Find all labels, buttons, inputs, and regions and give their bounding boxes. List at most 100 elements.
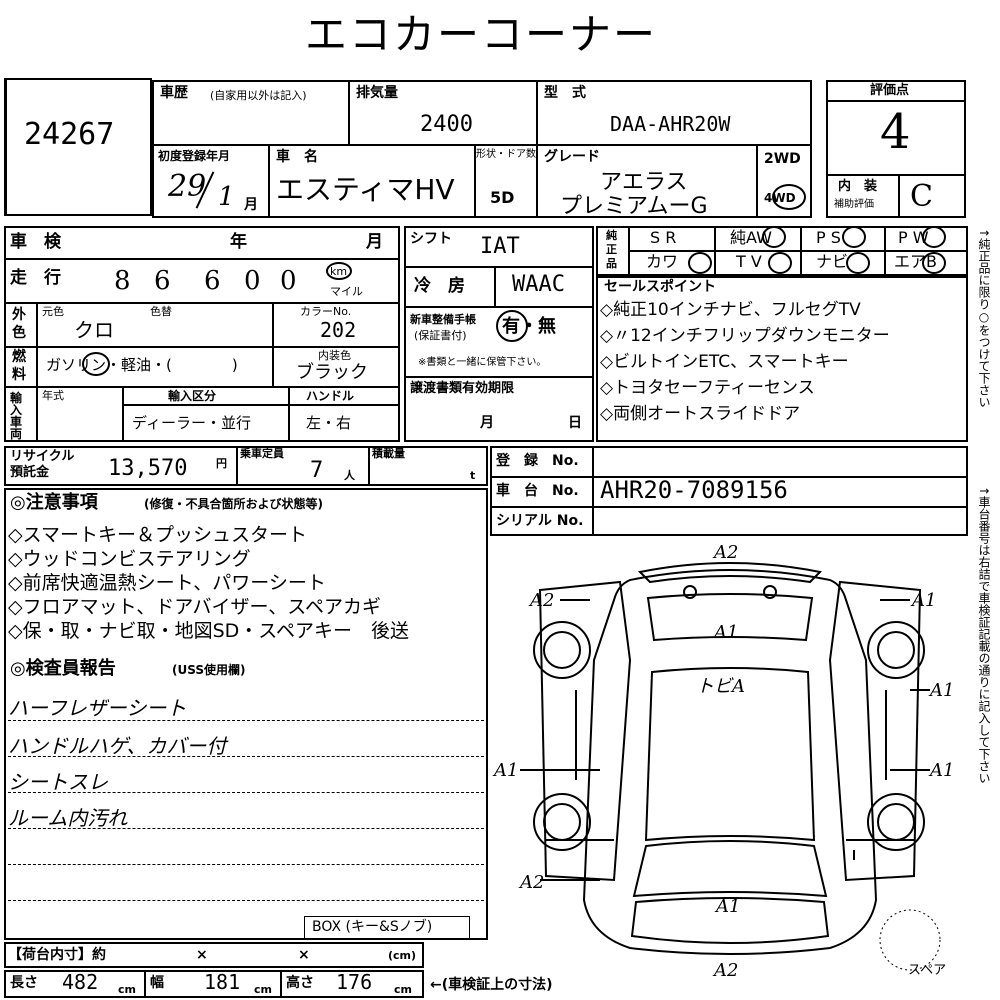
damage-mark: A2 bbox=[712, 542, 738, 563]
recycle-label-2: 預託金 bbox=[10, 465, 50, 480]
damage-mark: A1 bbox=[492, 760, 518, 781]
sales-item: ◇両側オートスライドドア bbox=[600, 404, 801, 424]
lot-number: 24267 bbox=[24, 117, 115, 152]
side-note-equipment: ↑純正品に限り○をつけて下さい bbox=[977, 228, 991, 409]
equip-aw: 純AW bbox=[730, 228, 772, 247]
sales-item: ◇純正10インチナビ、フルセグTV bbox=[600, 300, 861, 320]
chassis-no-value: AHR20-7089156 bbox=[600, 476, 788, 504]
equip-leather: カワ bbox=[646, 252, 679, 271]
roof-panel bbox=[644, 667, 816, 842]
sales-item: ◇ビルトインETC、スマートキー bbox=[600, 352, 849, 372]
rear-lamp-left bbox=[683, 585, 697, 599]
height-value: 176 bbox=[336, 970, 373, 994]
interior-label: 内 装 bbox=[838, 179, 878, 194]
interior-color-value: ブラック bbox=[296, 362, 368, 383]
change-color-label: 色替 bbox=[150, 305, 172, 318]
rear-lamp-right bbox=[763, 585, 777, 599]
load-label: 積載量 bbox=[372, 447, 405, 460]
damage-mark: A2 bbox=[518, 872, 544, 893]
equip-tv-circle bbox=[768, 252, 792, 274]
inspection-block bbox=[4, 226, 400, 442]
wheel-rear-left-inner bbox=[543, 631, 581, 669]
equip-label-2: 正 bbox=[606, 243, 617, 256]
capacity-value: 7 bbox=[310, 458, 324, 483]
mileage-digits: 8 6 6 0 0 bbox=[100, 264, 310, 298]
serial-no-label: シリアル No. bbox=[496, 513, 584, 529]
spare-tire-mark bbox=[879, 909, 941, 971]
model-value: DAA-AHR20W bbox=[610, 112, 731, 136]
wheel-front-left bbox=[533, 793, 591, 851]
mileage-digit: 6 bbox=[204, 266, 221, 296]
shaken-label: 車 検 bbox=[10, 232, 61, 252]
inspector-item: ハンドルハゲ、カバー付 bbox=[8, 734, 227, 758]
wheel-rear-left bbox=[533, 621, 591, 679]
damage-mark: A1 bbox=[928, 680, 954, 701]
note-item: ◇保・取・ナビ取・地図SD・スペアキー 後送 bbox=[8, 620, 409, 642]
ac-label: 冷 房 bbox=[414, 276, 465, 296]
note-item: ◇前席快適温熱シート、パワーシート bbox=[8, 572, 326, 594]
mileage-digit: 0 bbox=[244, 266, 261, 296]
import-label: 輸入車両 bbox=[10, 391, 23, 441]
equip-label-1: 純 bbox=[606, 229, 617, 242]
note-item: ◇ウッドコンビステアリング bbox=[8, 548, 251, 570]
inspector-sub: (USS使用欄) bbox=[172, 663, 246, 677]
wheel-front-left-inner bbox=[543, 803, 581, 841]
equip-navi: ナビ bbox=[816, 252, 849, 271]
equip-label-3: 品 bbox=[606, 257, 617, 270]
fuel-label-2: 料 bbox=[12, 367, 26, 383]
inspector-label: ◎検査員報告 bbox=[10, 658, 116, 679]
fuel-label-1: 燃 bbox=[12, 349, 26, 365]
recycle-block bbox=[4, 446, 488, 486]
recycle-label-1: リサイクル bbox=[10, 449, 75, 464]
mileage-km-circle bbox=[326, 262, 352, 280]
box-note-frame bbox=[304, 916, 470, 940]
grade-label: グレード bbox=[544, 149, 600, 165]
first-reg-month: 1 bbox=[218, 182, 235, 212]
fuel-gasoline-circle bbox=[82, 352, 110, 376]
capacity-unit: 人 bbox=[344, 469, 355, 482]
damage-mark: A1 bbox=[928, 760, 954, 781]
side-note-chassis: ↑車台番号は右詰で車検証記載の通りに記入して下さい bbox=[977, 486, 991, 785]
width-unit: cm bbox=[254, 983, 272, 996]
cargo-label: 【荷台内寸】約 bbox=[8, 947, 106, 963]
page-title: エコカーコーナー bbox=[305, 10, 658, 59]
transfer-day: 日 bbox=[568, 415, 582, 431]
note-item: ◇フロアマット、ドアバイザー、スペアカギ bbox=[8, 596, 381, 618]
cargo-row bbox=[4, 942, 424, 968]
notes-label: ◎注意事項 bbox=[10, 492, 98, 513]
load-unit: t bbox=[470, 469, 476, 482]
wheel-rear-right-inner bbox=[877, 631, 915, 669]
new-reg-yes-circle bbox=[496, 310, 528, 342]
wheel-front-right bbox=[867, 793, 925, 851]
notes-sub: (修復・不具合箇所および状態等) bbox=[144, 497, 323, 511]
ac-value: WAAC bbox=[512, 272, 565, 297]
shift-label: シフト bbox=[410, 231, 452, 247]
color-no-value: 202 bbox=[320, 318, 357, 342]
shaken-year-unit: 年 bbox=[230, 232, 247, 252]
rear-window bbox=[646, 593, 814, 642]
inspector-item: ルーム内汚れ bbox=[8, 806, 128, 830]
interior-score: C bbox=[910, 179, 933, 214]
length-value: 482 bbox=[62, 970, 99, 994]
color-value: クロ bbox=[74, 318, 114, 342]
rear-spoiler bbox=[637, 562, 823, 584]
note-item: ◇スマートキー＆プッシュスタート bbox=[8, 524, 308, 546]
windshield bbox=[632, 840, 828, 898]
dimensions-row bbox=[4, 970, 424, 998]
equip-pw: P W bbox=[898, 228, 929, 247]
equip-sr: S R bbox=[650, 228, 677, 247]
model-label: 型 式 bbox=[544, 85, 586, 101]
chassis-no-label: 車 台 No. bbox=[496, 483, 579, 499]
cargo-unit: (cm) bbox=[388, 949, 417, 962]
damage-mark: A1 bbox=[712, 622, 738, 643]
mileage-digit: 6 bbox=[154, 266, 171, 296]
new-reg-note: ※書類と一緒に保管下さい。 bbox=[418, 357, 547, 368]
width-value: 181 bbox=[204, 970, 241, 994]
damage-mark: トビA bbox=[696, 676, 745, 697]
equip-leather-circle bbox=[688, 252, 712, 274]
inspector-item: ハーフレザーシート bbox=[8, 696, 187, 720]
registration-block bbox=[490, 446, 968, 536]
mileage-digit: 0 bbox=[280, 266, 297, 296]
dims-note: ←(車検証上の寸法) bbox=[430, 977, 553, 993]
history-label: 車歴 bbox=[160, 85, 188, 101]
